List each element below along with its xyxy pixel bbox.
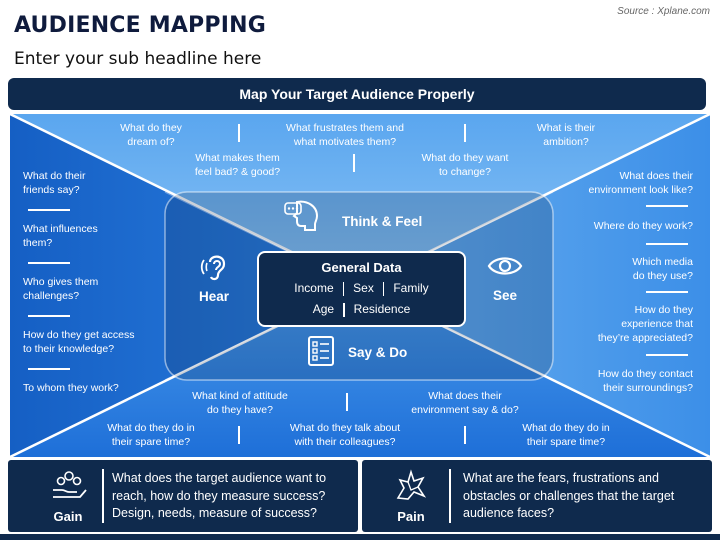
left-question-2: What influences them? bbox=[23, 223, 98, 249]
right-question-2: Where do they work? bbox=[593, 220, 693, 232]
right-question-1: What does their environment look like? bbox=[588, 170, 693, 196]
general-data-row: Income Sex Family bbox=[259, 281, 464, 296]
separator bbox=[353, 154, 355, 172]
divider bbox=[102, 469, 104, 523]
diagram-banner: Map Your Target Audience Properly bbox=[8, 78, 706, 110]
separator bbox=[646, 205, 688, 207]
income-label: Income bbox=[294, 281, 334, 295]
see-region bbox=[360, 114, 710, 457]
general-data-box: General Data Income Sex Family Age Residenc… bbox=[257, 251, 466, 327]
separator bbox=[646, 291, 688, 293]
right-question-4: How do they experience that they’re appr… bbox=[597, 304, 693, 344]
bottom-question-3: What do they do in their spare time? bbox=[107, 422, 195, 448]
separator bbox=[28, 262, 70, 264]
head-thought-icon bbox=[284, 200, 319, 231]
bottom-question-1: What kind of attitude do they have? bbox=[192, 390, 288, 416]
source-label: Source : Xplane.com bbox=[617, 6, 710, 17]
bottom-question-5: What do they do in their spare time? bbox=[522, 422, 610, 448]
sex-label: Sex bbox=[353, 281, 374, 295]
separator bbox=[646, 243, 688, 245]
separator bbox=[646, 354, 688, 356]
eye-icon bbox=[487, 257, 523, 275]
footer-bar bbox=[0, 534, 720, 540]
residence-label: Residence bbox=[353, 301, 411, 316]
divider bbox=[449, 469, 451, 523]
bottom-question-2: What does their environment say & do? bbox=[411, 390, 519, 416]
general-data-title: General Data bbox=[321, 260, 402, 275]
bottom-question-4: What do they talk about with their colle… bbox=[289, 422, 401, 448]
separator bbox=[464, 426, 466, 444]
top-question-2: What frustrates them and what motivates … bbox=[286, 122, 404, 148]
right-question-3: Which media do they use? bbox=[632, 256, 693, 282]
separator bbox=[238, 426, 240, 444]
think-feel-region bbox=[10, 114, 710, 287]
age-label: Age bbox=[312, 301, 335, 316]
right-question-5: How do they contact their surroundings? bbox=[597, 368, 693, 394]
hear-label: Hear bbox=[199, 289, 230, 304]
top-question-3: What is their ambition? bbox=[536, 122, 596, 148]
general-data-row: Age Residence bbox=[259, 302, 464, 317]
left-question-3: Who gives them challenges? bbox=[23, 276, 99, 302]
page-subtitle: Enter your sub headline here bbox=[14, 49, 262, 69]
checklist-icon bbox=[308, 336, 334, 366]
separator bbox=[238, 124, 240, 142]
separator bbox=[464, 124, 466, 142]
see-label: See bbox=[493, 288, 518, 303]
pain-panel: Pain What are the fears, frustrations an… bbox=[362, 460, 712, 532]
pain-label: Pain bbox=[397, 509, 425, 524]
page-title: AUDIENCE MAPPING bbox=[14, 13, 266, 38]
separator bbox=[346, 393, 348, 411]
left-question-1: What do their friends say? bbox=[23, 170, 86, 196]
family-label: Family bbox=[393, 281, 429, 295]
broken-glass-icon bbox=[396, 469, 427, 500]
gain-text: What does the target audience want to re… bbox=[112, 471, 327, 520]
gain-panel: Gain What does the target audience want … bbox=[8, 460, 358, 532]
left-question-4: How do they get access to their knowledg… bbox=[23, 329, 135, 355]
say-do-region bbox=[10, 287, 710, 457]
think-feel-label: Think & Feel bbox=[342, 214, 423, 229]
separator bbox=[28, 315, 70, 317]
separator bbox=[28, 368, 70, 370]
separator bbox=[28, 209, 70, 211]
say-do-label: Say & Do bbox=[348, 345, 408, 360]
top-question-4: What makes them feel bad? & good? bbox=[194, 152, 281, 178]
top-question-1: What do they dream of? bbox=[120, 122, 182, 148]
top-question-5: What do they want to change? bbox=[421, 152, 509, 178]
left-question-5: To whom they work? bbox=[23, 382, 119, 394]
coins-hand-icon bbox=[53, 471, 87, 498]
ear-icon bbox=[200, 255, 226, 281]
pain-text: What are the fears, frustrations and obs… bbox=[463, 471, 675, 520]
gain-label: Gain bbox=[53, 509, 83, 524]
hear-region bbox=[10, 114, 360, 457]
